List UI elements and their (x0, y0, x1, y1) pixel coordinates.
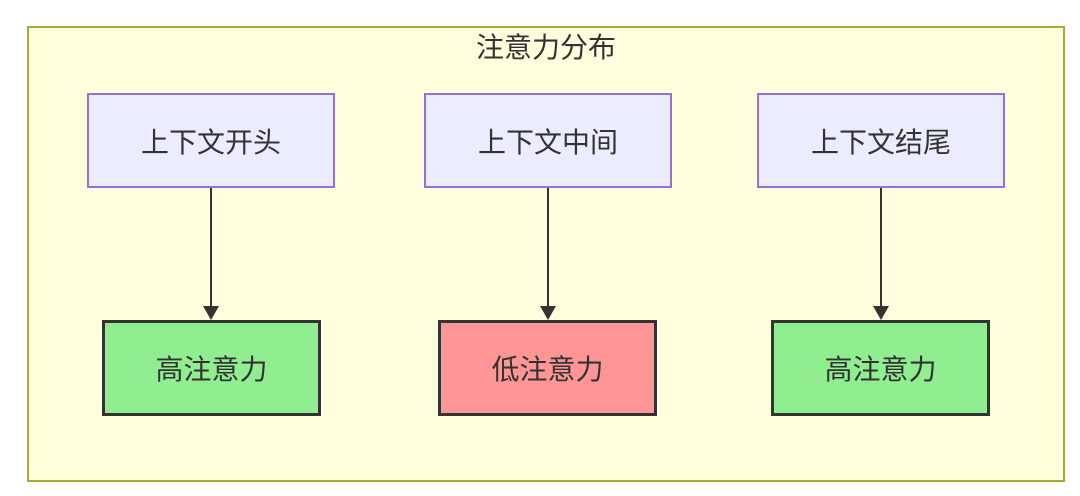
arrow-middle-to-low (540, 188, 556, 320)
node-low-attention: 低注意力 (438, 320, 657, 416)
node-context-middle-label: 上下文中间 (477, 126, 618, 158)
arrow-head-down-icon (203, 306, 219, 320)
node-context-start: 上下文开头 (87, 93, 335, 188)
arrow-end-to-high (873, 188, 889, 320)
node-context-end-label: 上下文结尾 (810, 126, 951, 158)
node-low-attention-label: 低注意力 (491, 354, 604, 385)
arrow-line (210, 188, 212, 306)
node-high-attention-1-label: 高注意力 (155, 354, 268, 385)
node-context-middle: 上下文中间 (424, 93, 672, 188)
arrow-line (547, 188, 549, 306)
node-context-start-label: 上下文开头 (140, 126, 281, 158)
arrow-head-down-icon (540, 306, 556, 320)
node-context-end: 上下文结尾 (757, 93, 1005, 188)
arrow-start-to-high (203, 188, 219, 320)
node-high-attention-1: 高注意力 (102, 320, 321, 416)
node-high-attention-2-label: 高注意力 (824, 354, 937, 385)
node-high-attention-2: 高注意力 (771, 320, 990, 416)
arrow-head-down-icon (873, 306, 889, 320)
arrow-line (880, 188, 882, 306)
cluster-title: 注意力分布 (475, 32, 616, 63)
